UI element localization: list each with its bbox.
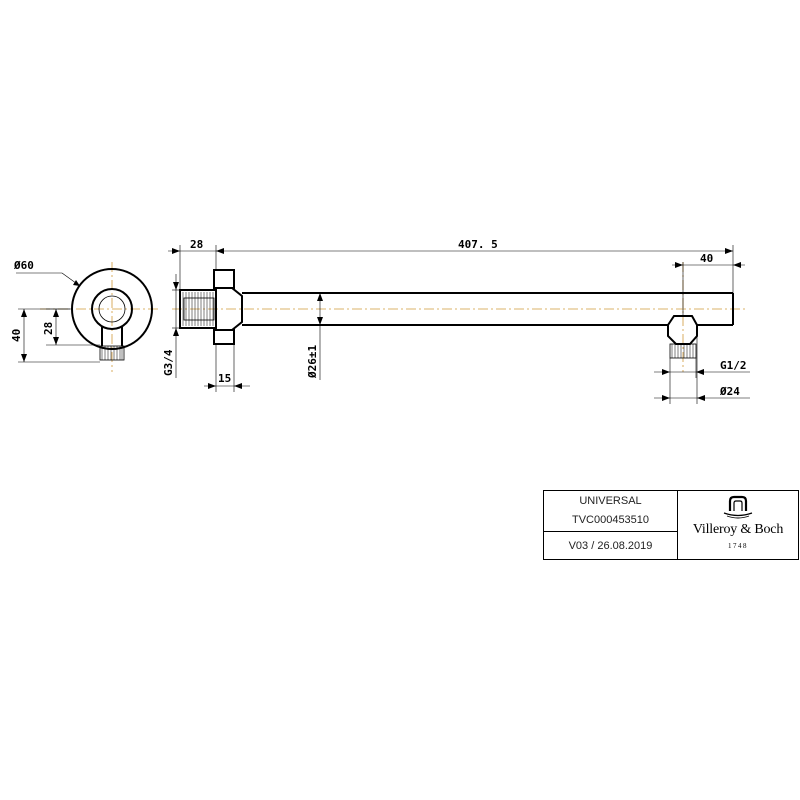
product-code: TVC000453510: [571, 514, 650, 526]
dim-15-arrow-right: [234, 383, 242, 389]
title-block-divider: [544, 531, 677, 532]
dim-28-front-label: 28: [190, 238, 203, 251]
dim-24-arrow-right: [697, 395, 705, 401]
dim-407-arrow-right: [725, 248, 733, 254]
flange-body: [216, 287, 243, 331]
dim-407-label: 407. 5: [458, 238, 498, 251]
dim-40-arrow-bottom: [21, 354, 27, 362]
dim-15-label: 15: [218, 372, 231, 385]
dim-28-arrow-bottom: [53, 337, 59, 345]
dim-g34-arrow-top: [173, 282, 179, 290]
title-block: UNIVERSAL TVC000453510 V03 / 26.08.2019 …: [543, 490, 799, 560]
dim-g34-arrow-bottom: [173, 328, 179, 336]
flange-bottom: [213, 329, 235, 345]
dim-24-arrow-left: [662, 395, 670, 401]
dim-40-front-arrow-left: [675, 262, 683, 268]
side-outlet-body: [101, 327, 123, 346]
brand-block: Villeroy & Boch 1748: [678, 491, 798, 559]
dim-15-arrow-left: [208, 383, 216, 389]
dim-24-label: Ø24: [719, 385, 740, 398]
outlet-body: [667, 315, 698, 345]
brand-year: 1748: [728, 542, 748, 550]
dim-28-arrow-top: [53, 309, 59, 317]
dim-26-label: Ø26±1: [306, 345, 319, 379]
product-name: UNIVERSAL: [579, 495, 642, 507]
dim-40-front-arrow-right: [733, 262, 741, 268]
dim-28-label: 28: [42, 322, 55, 335]
dim-28-front-arrow-left: [172, 248, 180, 254]
dim-26-arrow-bottom: [317, 317, 323, 325]
diameter-60-arrow: [73, 280, 80, 286]
flange-bore: [98, 295, 126, 323]
flange-inner-ring: [91, 288, 133, 330]
side-outlet-thread: [99, 345, 125, 361]
dim-g12-arrow-left: [662, 369, 670, 375]
title-block-info: UNIVERSAL TVC000453510 V03 / 26.08.2019: [544, 491, 678, 559]
inlet-bore: [183, 297, 215, 321]
dim-26-arrow-top: [317, 293, 323, 301]
outlet-thread: [669, 343, 697, 359]
dim-40-arrow-top: [21, 309, 27, 317]
side-outlet-thread-hatch: [101, 346, 123, 360]
inlet-connector: [179, 289, 217, 329]
front-view: 28 407. 5 40 G3/4 15 Ø26±1: [162, 238, 750, 404]
version-date: V03 / 26.08.2019: [568, 540, 653, 552]
dim-g34-label: G3/4: [162, 349, 175, 376]
diameter-60-label: Ø60: [13, 259, 34, 272]
dim-g12-arrow-right: [696, 369, 704, 375]
outlet-thread-hatch: [671, 344, 694, 358]
dim-g12-label: G1/2: [720, 359, 747, 372]
faucet-logo-icon: [723, 495, 753, 519]
side-view: Ø60 40 28: [10, 259, 160, 372]
dim-40-front-label: 40: [700, 252, 713, 265]
brand-name: Villeroy & Boch: [692, 522, 784, 537]
flange-top: [213, 269, 235, 289]
dim-40-label: 40: [10, 329, 23, 342]
